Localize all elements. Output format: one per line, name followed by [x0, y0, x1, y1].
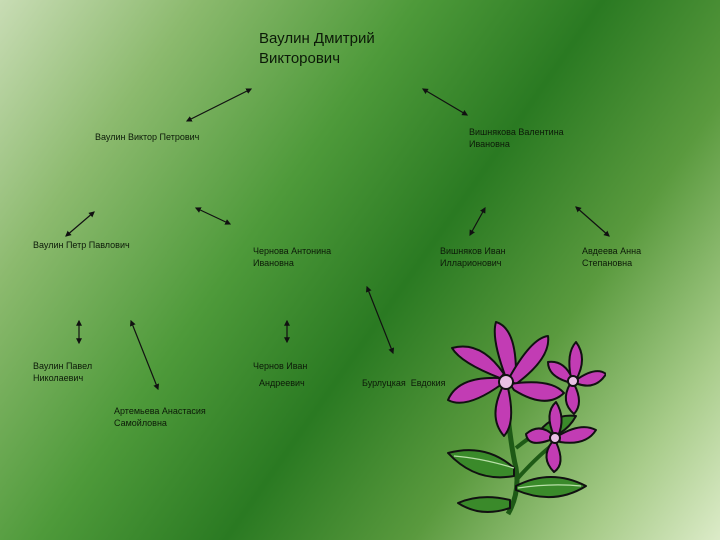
person-father: Ваулин Виктор Петрович	[95, 132, 200, 142]
person-mother-father-line1: Вишняков Иван	[440, 246, 506, 256]
person-ff-father-line1: Ваулин Павел	[33, 361, 93, 371]
person-fm-mother: Бурлуцкая Евдокия	[362, 378, 446, 388]
person-ff-father: Ваулин Павел Николаевич	[33, 360, 92, 384]
person-mother-mother: Авдеева Анна Степановна	[582, 245, 641, 269]
person-ff-mother: Артемьева Анастасия Самойловна	[114, 405, 206, 429]
person-ff-father-line2: Николаевич	[33, 373, 84, 383]
arrow-chernova-burlutskaya	[365, 285, 395, 355]
arrow-mother-vishnyakov	[469, 206, 486, 237]
flower-icon	[447, 321, 606, 516]
person-ff-mother-line2: Самойловна	[114, 418, 167, 428]
person-mother-line1: Вишнякова Валентина	[469, 127, 564, 137]
person-father-mother-line2: Ивановна	[253, 258, 294, 268]
arrow-father-petr	[65, 211, 95, 237]
arrow-root-mother	[421, 88, 469, 116]
person-father-mother: Чернова Антонина Ивановна	[253, 245, 331, 269]
person-fm-father-line2: Андреевич	[259, 378, 305, 388]
arrow-mother-avdeeva	[575, 206, 610, 237]
arrow-root-father	[185, 88, 253, 122]
person-fm-father-line1: Чернов Иван	[253, 361, 308, 371]
person-father-mother-line1: Чернова Антонина	[253, 246, 332, 256]
person-mother-line2: Ивановна	[469, 139, 510, 149]
person-mother-mother-line1: Авдеева Анна	[582, 246, 642, 256]
arrow-father-chernova	[194, 207, 232, 225]
person-mother-father: Вишняков Иван Илларионович	[440, 245, 506, 269]
person-mother-mother-line2: Степановна	[582, 258, 633, 268]
person-mother: Вишнякова Валентина Ивановна	[469, 126, 564, 150]
person-root-line2: Викторович	[259, 50, 341, 67]
arrow-petr-artemyeva	[129, 319, 160, 391]
person-root: Ваулин Дмитрий Викторович	[259, 29, 375, 69]
person-root-line1: Ваулин Дмитрий	[259, 30, 375, 47]
person-mother-father-line2: Илларионович	[440, 258, 502, 268]
person-father-father: Ваулин Петр Павлович	[33, 240, 130, 250]
person-ff-mother-line1: Артемьева Анастасия	[114, 406, 206, 416]
